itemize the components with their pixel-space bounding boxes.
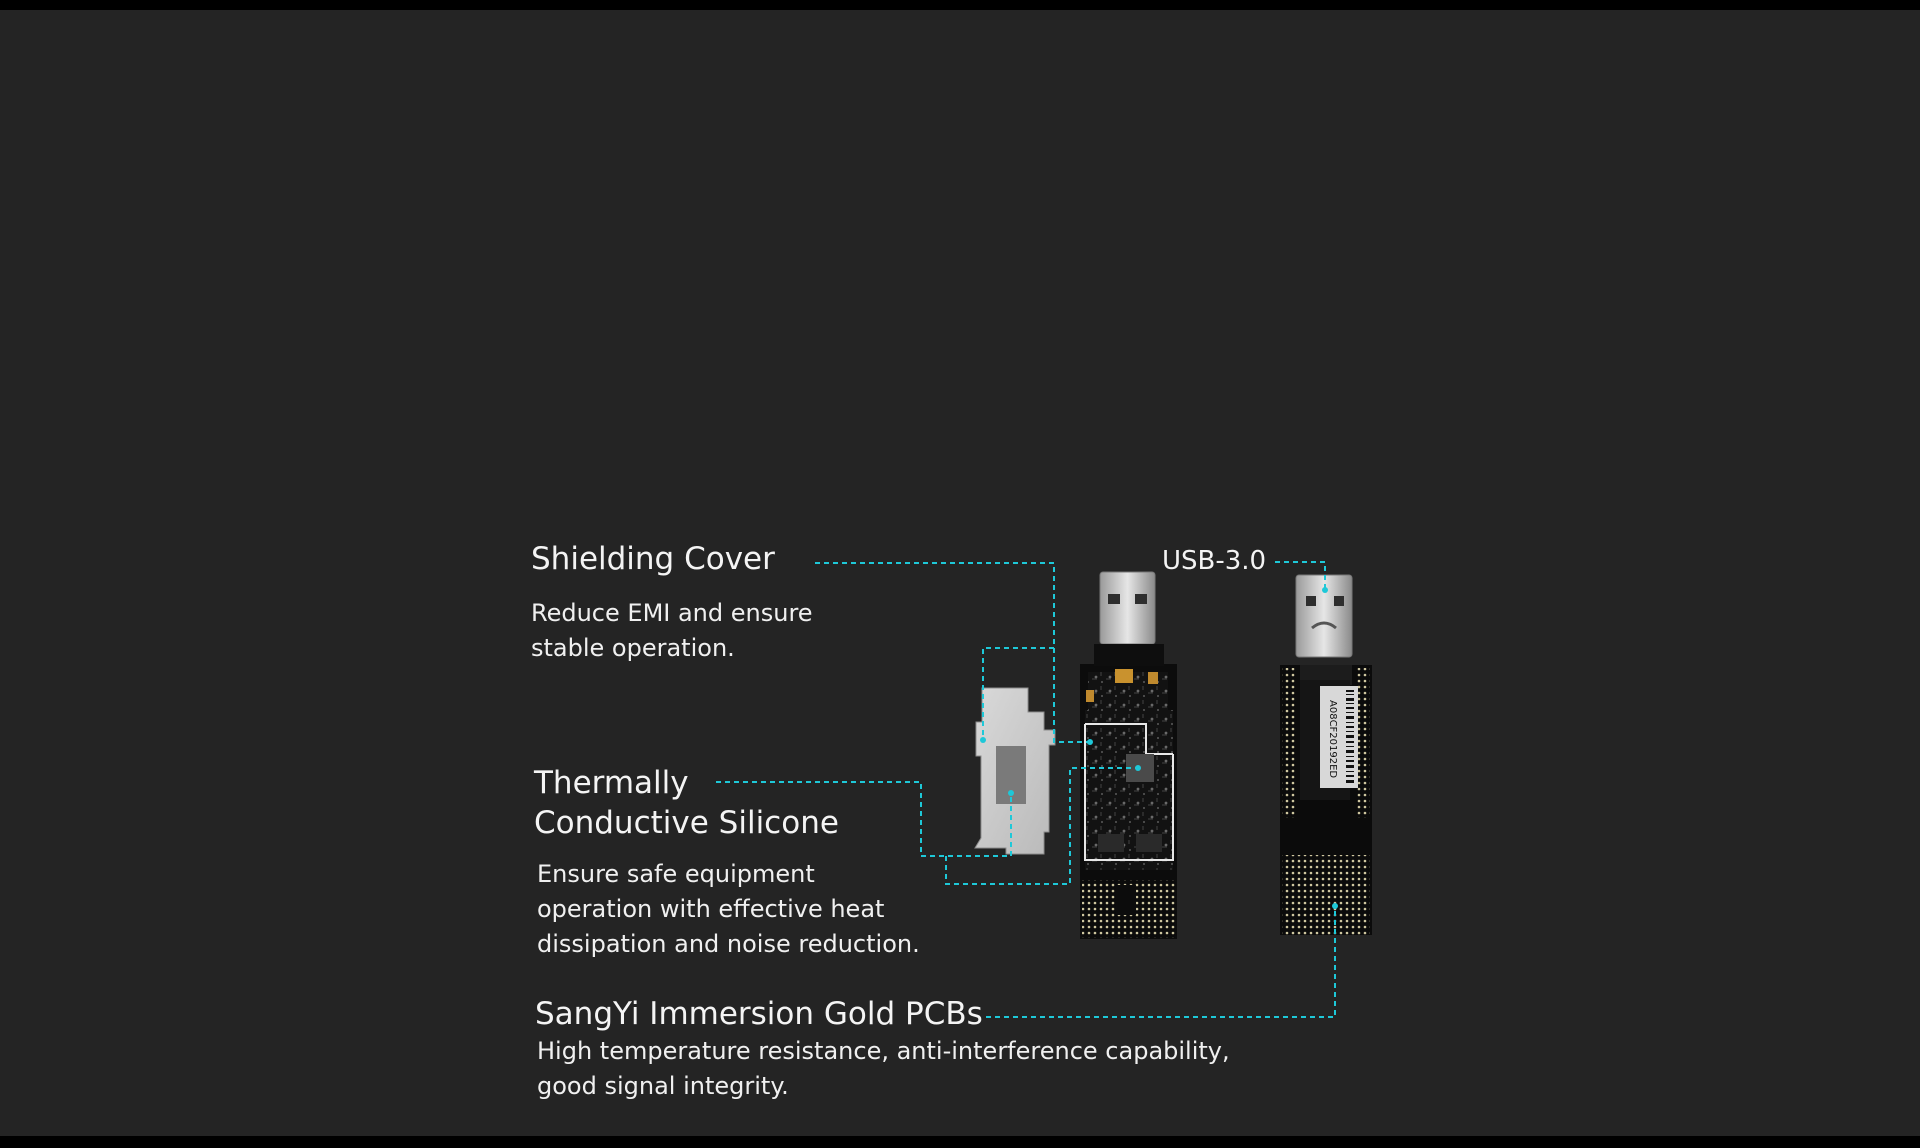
pcb-title: SangYi Immersion Gold PCBs	[535, 996, 983, 1032]
pcb-desc-line-2: good signal integrity.	[537, 1072, 789, 1100]
callout-lines	[716, 561, 1336, 1018]
thermal-title-line-2: Conductive Silicone	[534, 805, 839, 841]
content-panel	[0, 10, 1920, 1136]
thermal-desc-line-1: Ensure safe equipment	[537, 860, 815, 888]
barcode-text: A08CF20192ED	[1327, 700, 1338, 778]
shielding-cover-desc: Reduce EMI and ensure stable operation.	[531, 596, 813, 666]
thermal-desc-line-2: operation with effective heat	[537, 895, 885, 923]
thermal-desc: Ensure safe equipment operation with eff…	[537, 857, 920, 962]
usb-stick-front-image	[1080, 571, 1177, 939]
shielding-desc-line-1: Reduce EMI and ensure	[531, 599, 813, 627]
thermal-desc-line-3: dissipation and noise reduction.	[537, 930, 920, 958]
callout-dots	[980, 587, 1338, 909]
usb-stick-back-image: A08CF20192ED	[1280, 574, 1372, 935]
usb-label: USB-3.0	[1162, 546, 1267, 576]
usb-connector-front	[1099, 571, 1156, 645]
shielding-cover-image	[974, 687, 1056, 855]
pcb-desc: High temperature resistance, anti-interf…	[537, 1034, 1230, 1104]
thermal-title-line-1: Thermally	[534, 765, 689, 801]
shielding-desc-line-2: stable operation.	[531, 634, 735, 662]
shielding-cover-title: Shielding Cover	[531, 541, 775, 577]
pcb-desc-line-1: High temperature resistance, anti-interf…	[537, 1037, 1230, 1065]
